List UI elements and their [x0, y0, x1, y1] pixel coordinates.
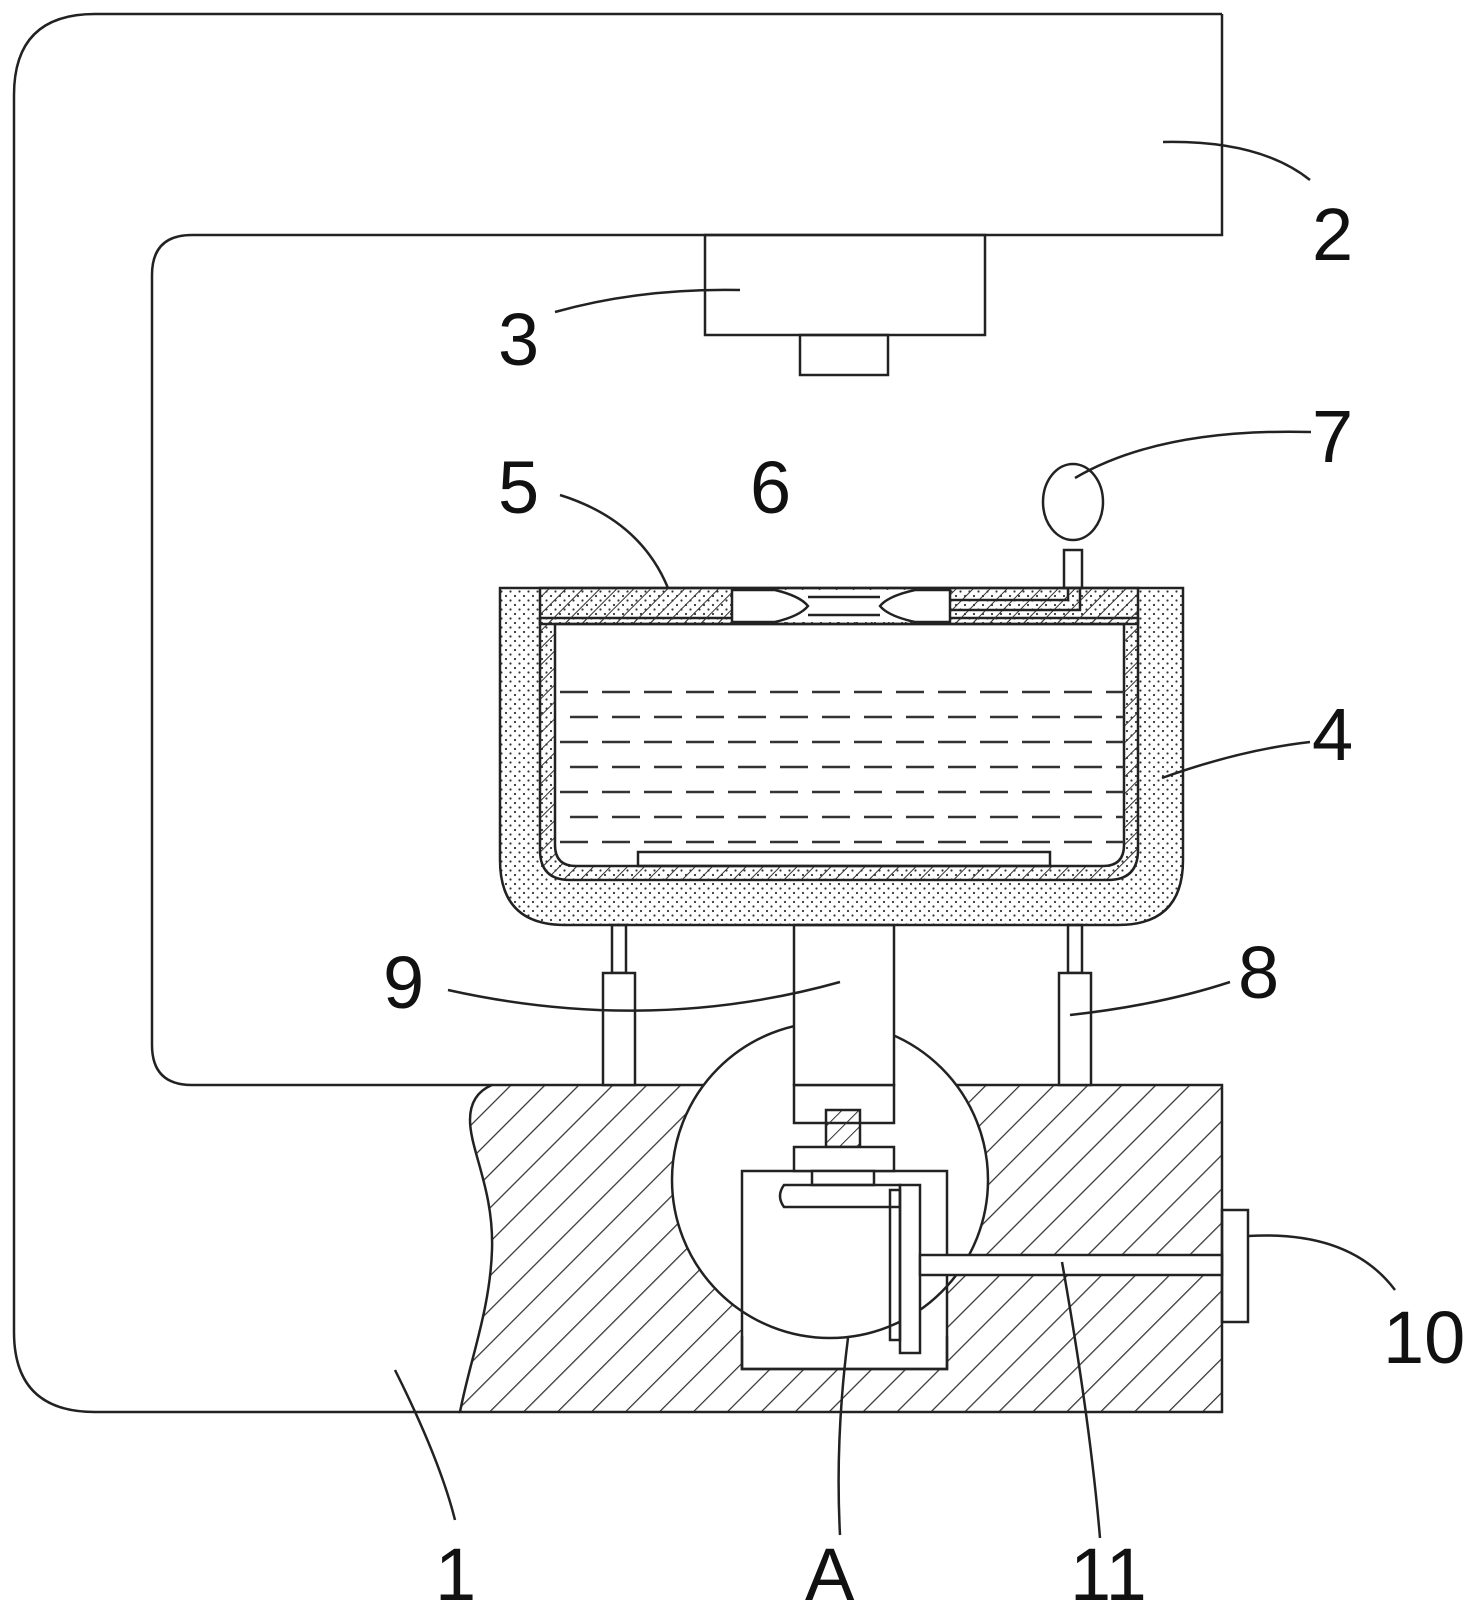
- valve-right: [878, 588, 952, 624]
- label-5: 5: [498, 446, 539, 529]
- bottom-plate: [636, 850, 1052, 868]
- press-head: [703, 233, 987, 337]
- slider-plate: [898, 1183, 922, 1355]
- label-1: 1: [435, 1533, 476, 1605]
- spring: [824, 1108, 862, 1149]
- label-11: 11: [1070, 1533, 1147, 1605]
- label-7: 7: [1312, 395, 1353, 478]
- label-a: A: [805, 1533, 855, 1605]
- knob: [1220, 1208, 1250, 1324]
- right-rod-top: [1066, 923, 1084, 975]
- label-4: 4: [1312, 693, 1353, 776]
- leader-lines: [393, 140, 1396, 1539]
- labels: 2 3 7 5 6 4 8 9 10 1 A 11: [383, 193, 1465, 1605]
- label-9: 9: [383, 941, 424, 1024]
- frame-outline: [12, 12, 1224, 1414]
- label-3: 3: [498, 298, 539, 381]
- left-rod: [601, 971, 637, 1087]
- central-column: [792, 923, 896, 1087]
- label-10: 10: [1383, 1296, 1465, 1379]
- pressure-bulb: [1041, 462, 1105, 542]
- label-8: 8: [1238, 931, 1279, 1014]
- press-head-tip: [798, 333, 890, 377]
- label-2: 2: [1312, 193, 1353, 276]
- right-rod: [1057, 971, 1093, 1087]
- latch-bar: [778, 1183, 902, 1209]
- bulb-stem: [1062, 548, 1084, 590]
- push-rod: [918, 1253, 1224, 1277]
- liquid: [560, 690, 1124, 844]
- liquid-cavity: [553, 622, 1126, 868]
- label-6: 6: [750, 446, 791, 529]
- left-rod-top: [610, 923, 628, 975]
- valve-left: [730, 588, 810, 624]
